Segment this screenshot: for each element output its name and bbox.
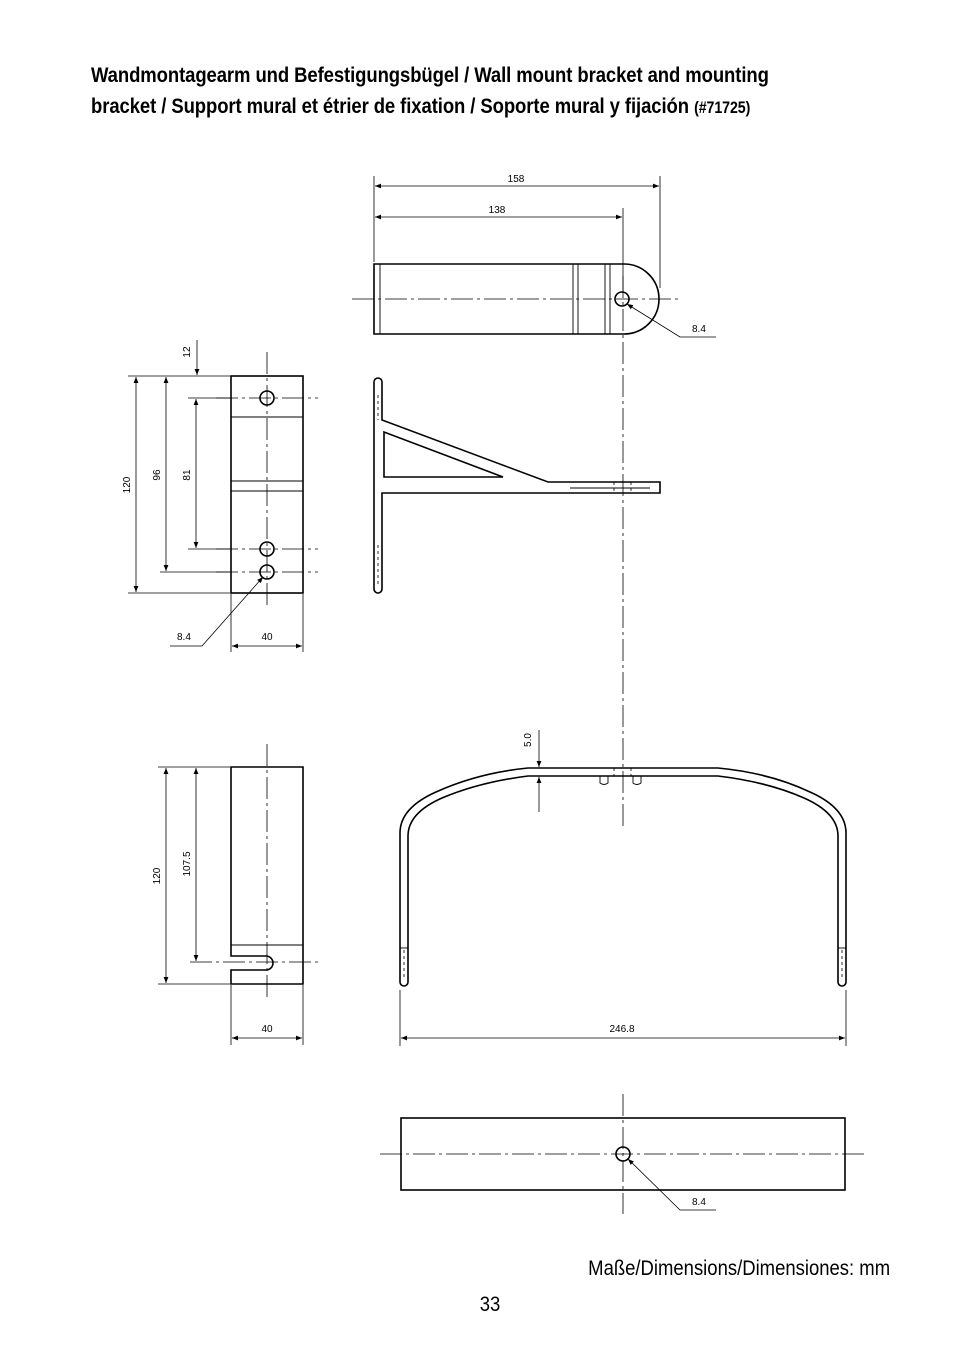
dim-plate-height: 120 <box>122 476 133 493</box>
stirrup-front-view: 5.0 246.8 <box>399 730 847 1046</box>
dim-slot-distance: 107.5 <box>182 851 193 876</box>
clamp-side-view: 120 107.5 40 <box>152 744 320 1045</box>
arm-top-view: 158 138 8.4 <box>352 174 716 338</box>
dim-stirrup-thickness: 5.0 <box>523 733 534 747</box>
dim-hole-diameter-top: 8.4 <box>692 324 706 335</box>
dim-hole-span-inner: 81 <box>182 469 193 481</box>
dim-stirrup-width: 246.8 <box>609 1024 634 1035</box>
wall-plate-view: 12 120 96 81 40 8.4 <box>122 340 318 652</box>
dim-clamp-height: 120 <box>152 867 163 884</box>
dim-hole-diameter-plate: 8.4 <box>177 632 191 643</box>
dim-hole-distance: 138 <box>489 205 506 216</box>
arm-side-view <box>373 377 661 594</box>
product-code: (#71725) <box>694 99 751 117</box>
units-note: Maße/Dimensions/Dimensiones: mm <box>588 1257 890 1280</box>
page-title: Wandmontagearm und Befestigungsbügel / W… <box>91 60 796 124</box>
dim-hole-span-outer: 96 <box>152 469 163 481</box>
page-number: 33 <box>479 1293 501 1316</box>
title-text: Wandmontagearm und Befestigungsbügel / W… <box>91 63 769 118</box>
stirrup-top-view: 8.4 <box>380 1094 866 1214</box>
dim-plate-width: 40 <box>261 632 273 643</box>
dim-overall-length: 158 <box>508 174 525 185</box>
dim-hole-diameter-stirrup: 8.4 <box>692 1197 706 1208</box>
dim-clamp-width: 40 <box>261 1024 273 1035</box>
dim-top-offset: 12 <box>182 346 193 358</box>
